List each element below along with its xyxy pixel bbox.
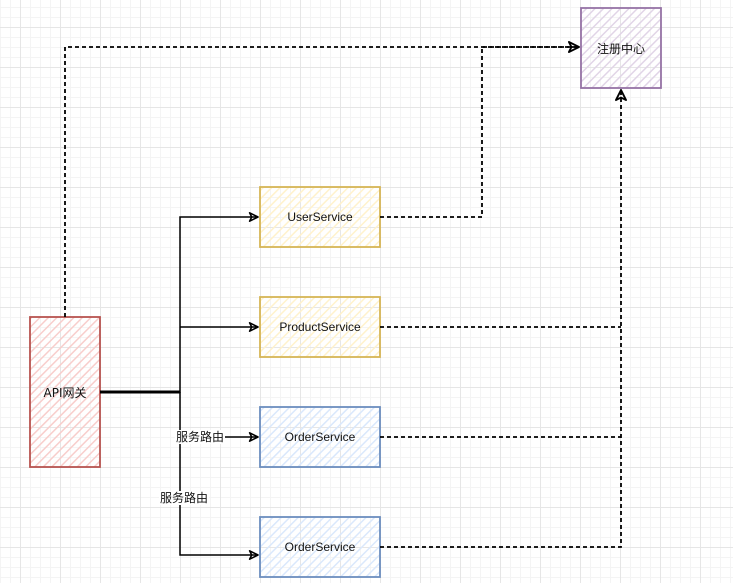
gateway-shape	[29, 316, 101, 468]
order-service-2-shape	[259, 516, 381, 578]
edge-user-registry[interactable]	[380, 46, 579, 218]
order-service-1-label: OrderService	[284, 430, 356, 444]
order-service-1-shape	[259, 406, 381, 468]
edge-label-order2: 服务路由	[159, 491, 210, 505]
edge-order2-registry[interactable]	[380, 89, 627, 548]
order-service-2-label: OrderService	[284, 540, 356, 554]
product-service-node[interactable]: ProductService	[260, 297, 380, 357]
order-service-1-node[interactable]: OrderService	[260, 407, 380, 467]
edge-label-order1: 服务路由	[175, 430, 226, 444]
order-service-2-node[interactable]: OrderService	[260, 517, 380, 577]
gateway-node[interactable]: API网关	[30, 317, 100, 467]
user-service-shape	[259, 186, 381, 248]
registry-shape	[580, 7, 662, 89]
gateway-label: API网关	[43, 385, 87, 400]
edge-gateway-registry[interactable]	[64, 41, 580, 317]
edge-gateway-user[interactable]	[100, 212, 259, 393]
user-service-label: UserService	[287, 210, 353, 224]
edge-gateway-order2[interactable]	[179, 437, 259, 560]
product-service-label: ProductService	[279, 320, 361, 334]
registry-label: 注册中心	[596, 41, 645, 56]
user-service-node[interactable]: UserService	[260, 187, 380, 247]
registry-node[interactable]: 注册中心	[581, 8, 661, 88]
